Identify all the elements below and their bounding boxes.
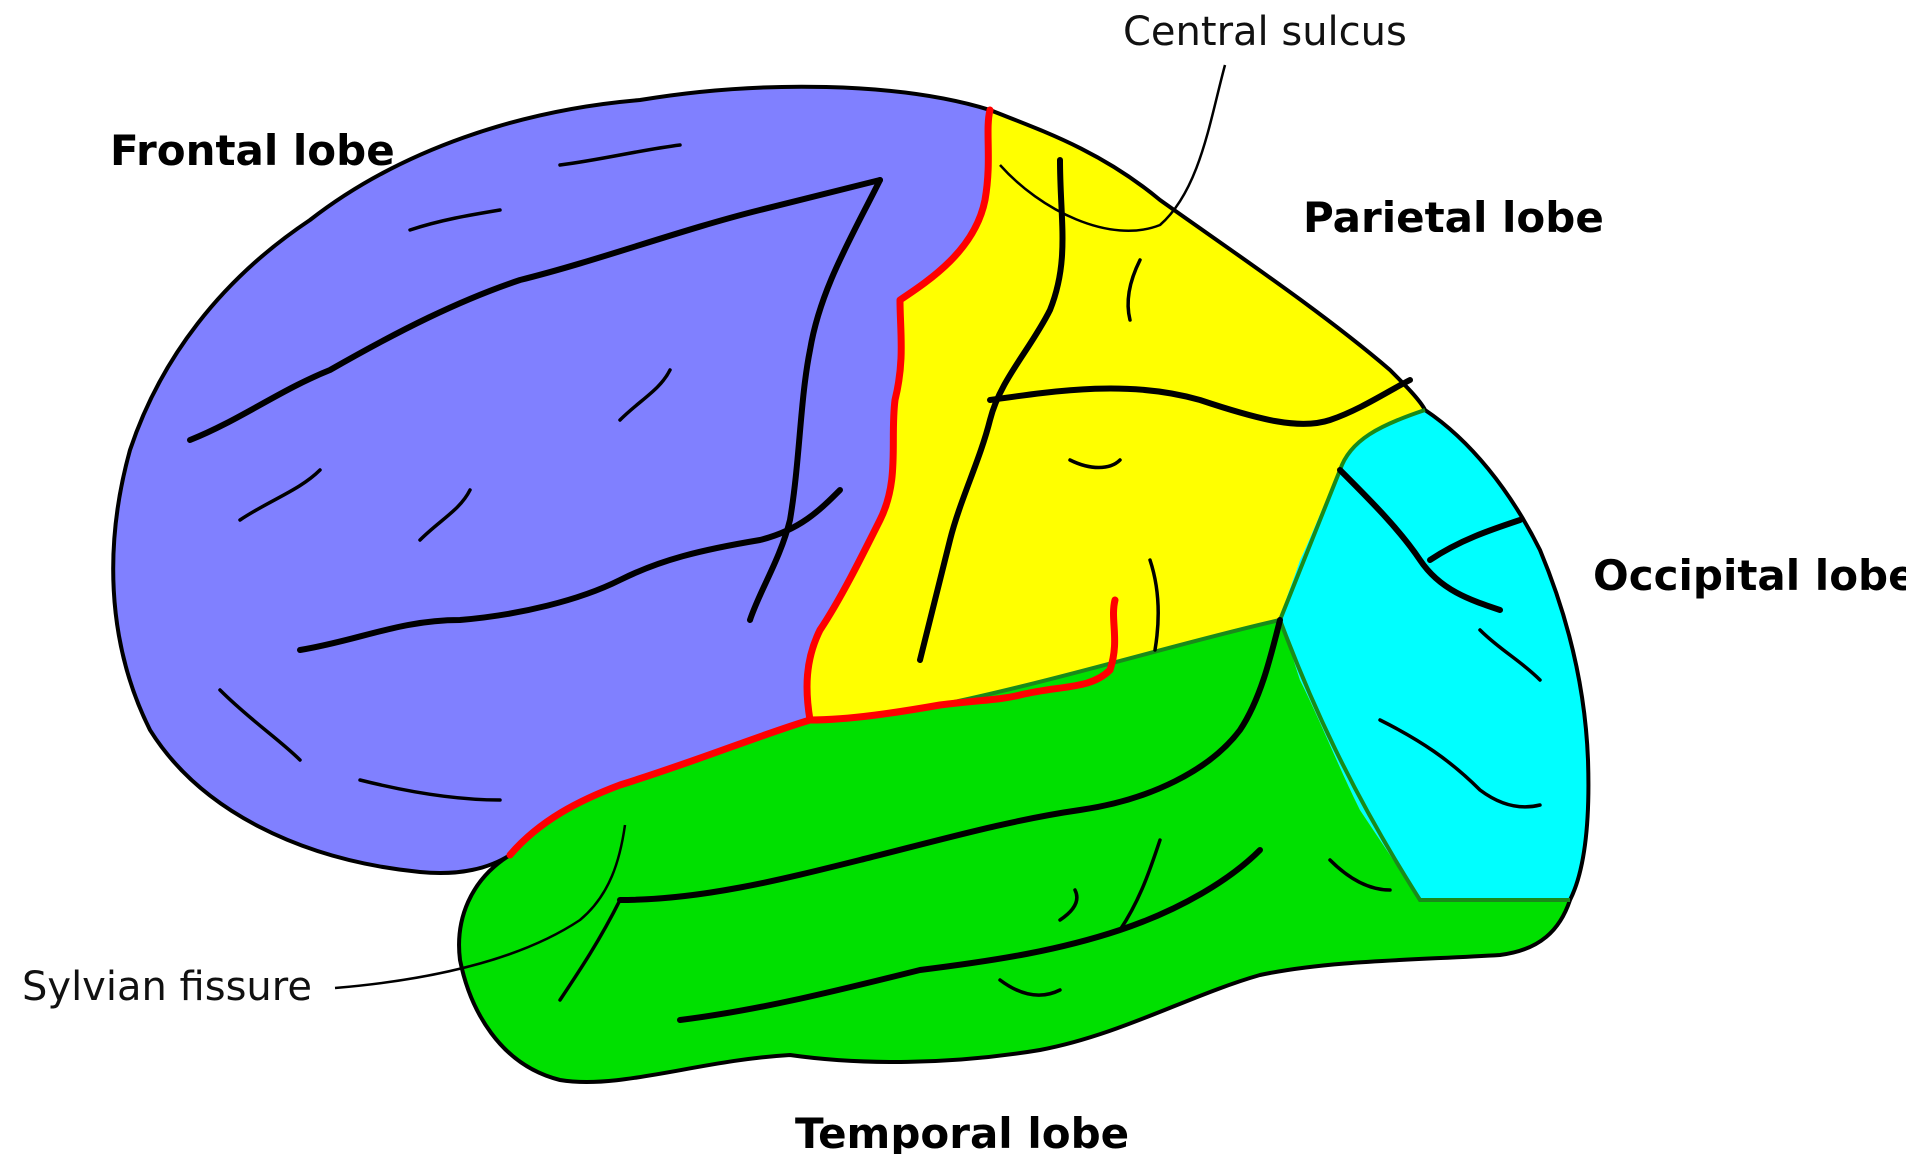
sylvian-fissure-label: Sylvian fissure [22, 964, 312, 1010]
central-sulcus-label: Central sulcus [1123, 9, 1407, 55]
frontal-lobe-label: Frontal lobe [110, 126, 395, 175]
temporal-lobe-label: Temporal lobe [795, 1109, 1129, 1154]
parietal-lobe-label: Parietal lobe [1303, 193, 1604, 242]
occipital-lobe-label: Occipital lobe [1593, 551, 1906, 600]
